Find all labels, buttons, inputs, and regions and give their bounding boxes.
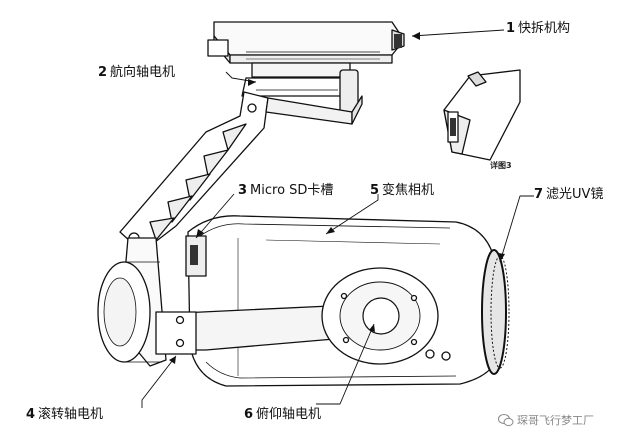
- leader-lines: [141, 29, 534, 408]
- arrowhead-5: [326, 227, 335, 234]
- leader-line-7: [499, 195, 534, 263]
- arrowheads: [169, 32, 505, 364]
- callout-number: 4: [26, 407, 36, 422]
- leader-line-3: [195, 193, 235, 239]
- arrowhead-7: [498, 253, 505, 262]
- callout-label: 俯仰轴电机: [256, 407, 322, 422]
- quick-release-plate: [207, 21, 405, 64]
- watermark-text: 琛哥飞行梦工厂: [517, 414, 594, 427]
- callout-label: 快拆机构: [518, 21, 571, 36]
- arrowhead-4: [169, 356, 176, 364]
- callout-label: 滤光UV镜: [546, 187, 604, 202]
- uv-filter-ring: [481, 249, 510, 375]
- detail-view-3: [443, 69, 521, 161]
- yaw-arm: [119, 91, 363, 253]
- wechat-icon: [498, 413, 514, 426]
- arrowhead-3: [196, 229, 204, 238]
- leader-line-6: [316, 323, 375, 405]
- callout-number: 3: [238, 183, 248, 198]
- arrowhead-6: [369, 324, 375, 332]
- callout-label: 滚转轴电机: [38, 407, 104, 422]
- leader-line-5: [325, 194, 379, 235]
- callout-label: Micro SD卡槽: [250, 183, 334, 198]
- callout-label: 航向轴电机: [110, 65, 176, 80]
- arrowhead-1: [412, 32, 420, 40]
- arrowhead-2: [248, 79, 256, 86]
- watermark: 琛哥飞行梦工厂: [498, 412, 594, 428]
- yaw-motor: [241, 62, 359, 113]
- callout-number: 5: [370, 183, 380, 198]
- callout-number: 6: [244, 407, 254, 422]
- pitch-motor: [321, 267, 451, 365]
- callout-number: 1: [506, 21, 516, 36]
- callout-label: 变焦相机: [382, 183, 435, 198]
- leader-line-1: [411, 29, 505, 37]
- detail-view-label: 详图3: [490, 161, 512, 170]
- roll-motor: [97, 237, 167, 367]
- callout-number: 2: [98, 65, 108, 80]
- leader-line-4: [141, 355, 177, 408]
- pitch-arm: [155, 305, 347, 355]
- callout-number: 7: [534, 187, 544, 202]
